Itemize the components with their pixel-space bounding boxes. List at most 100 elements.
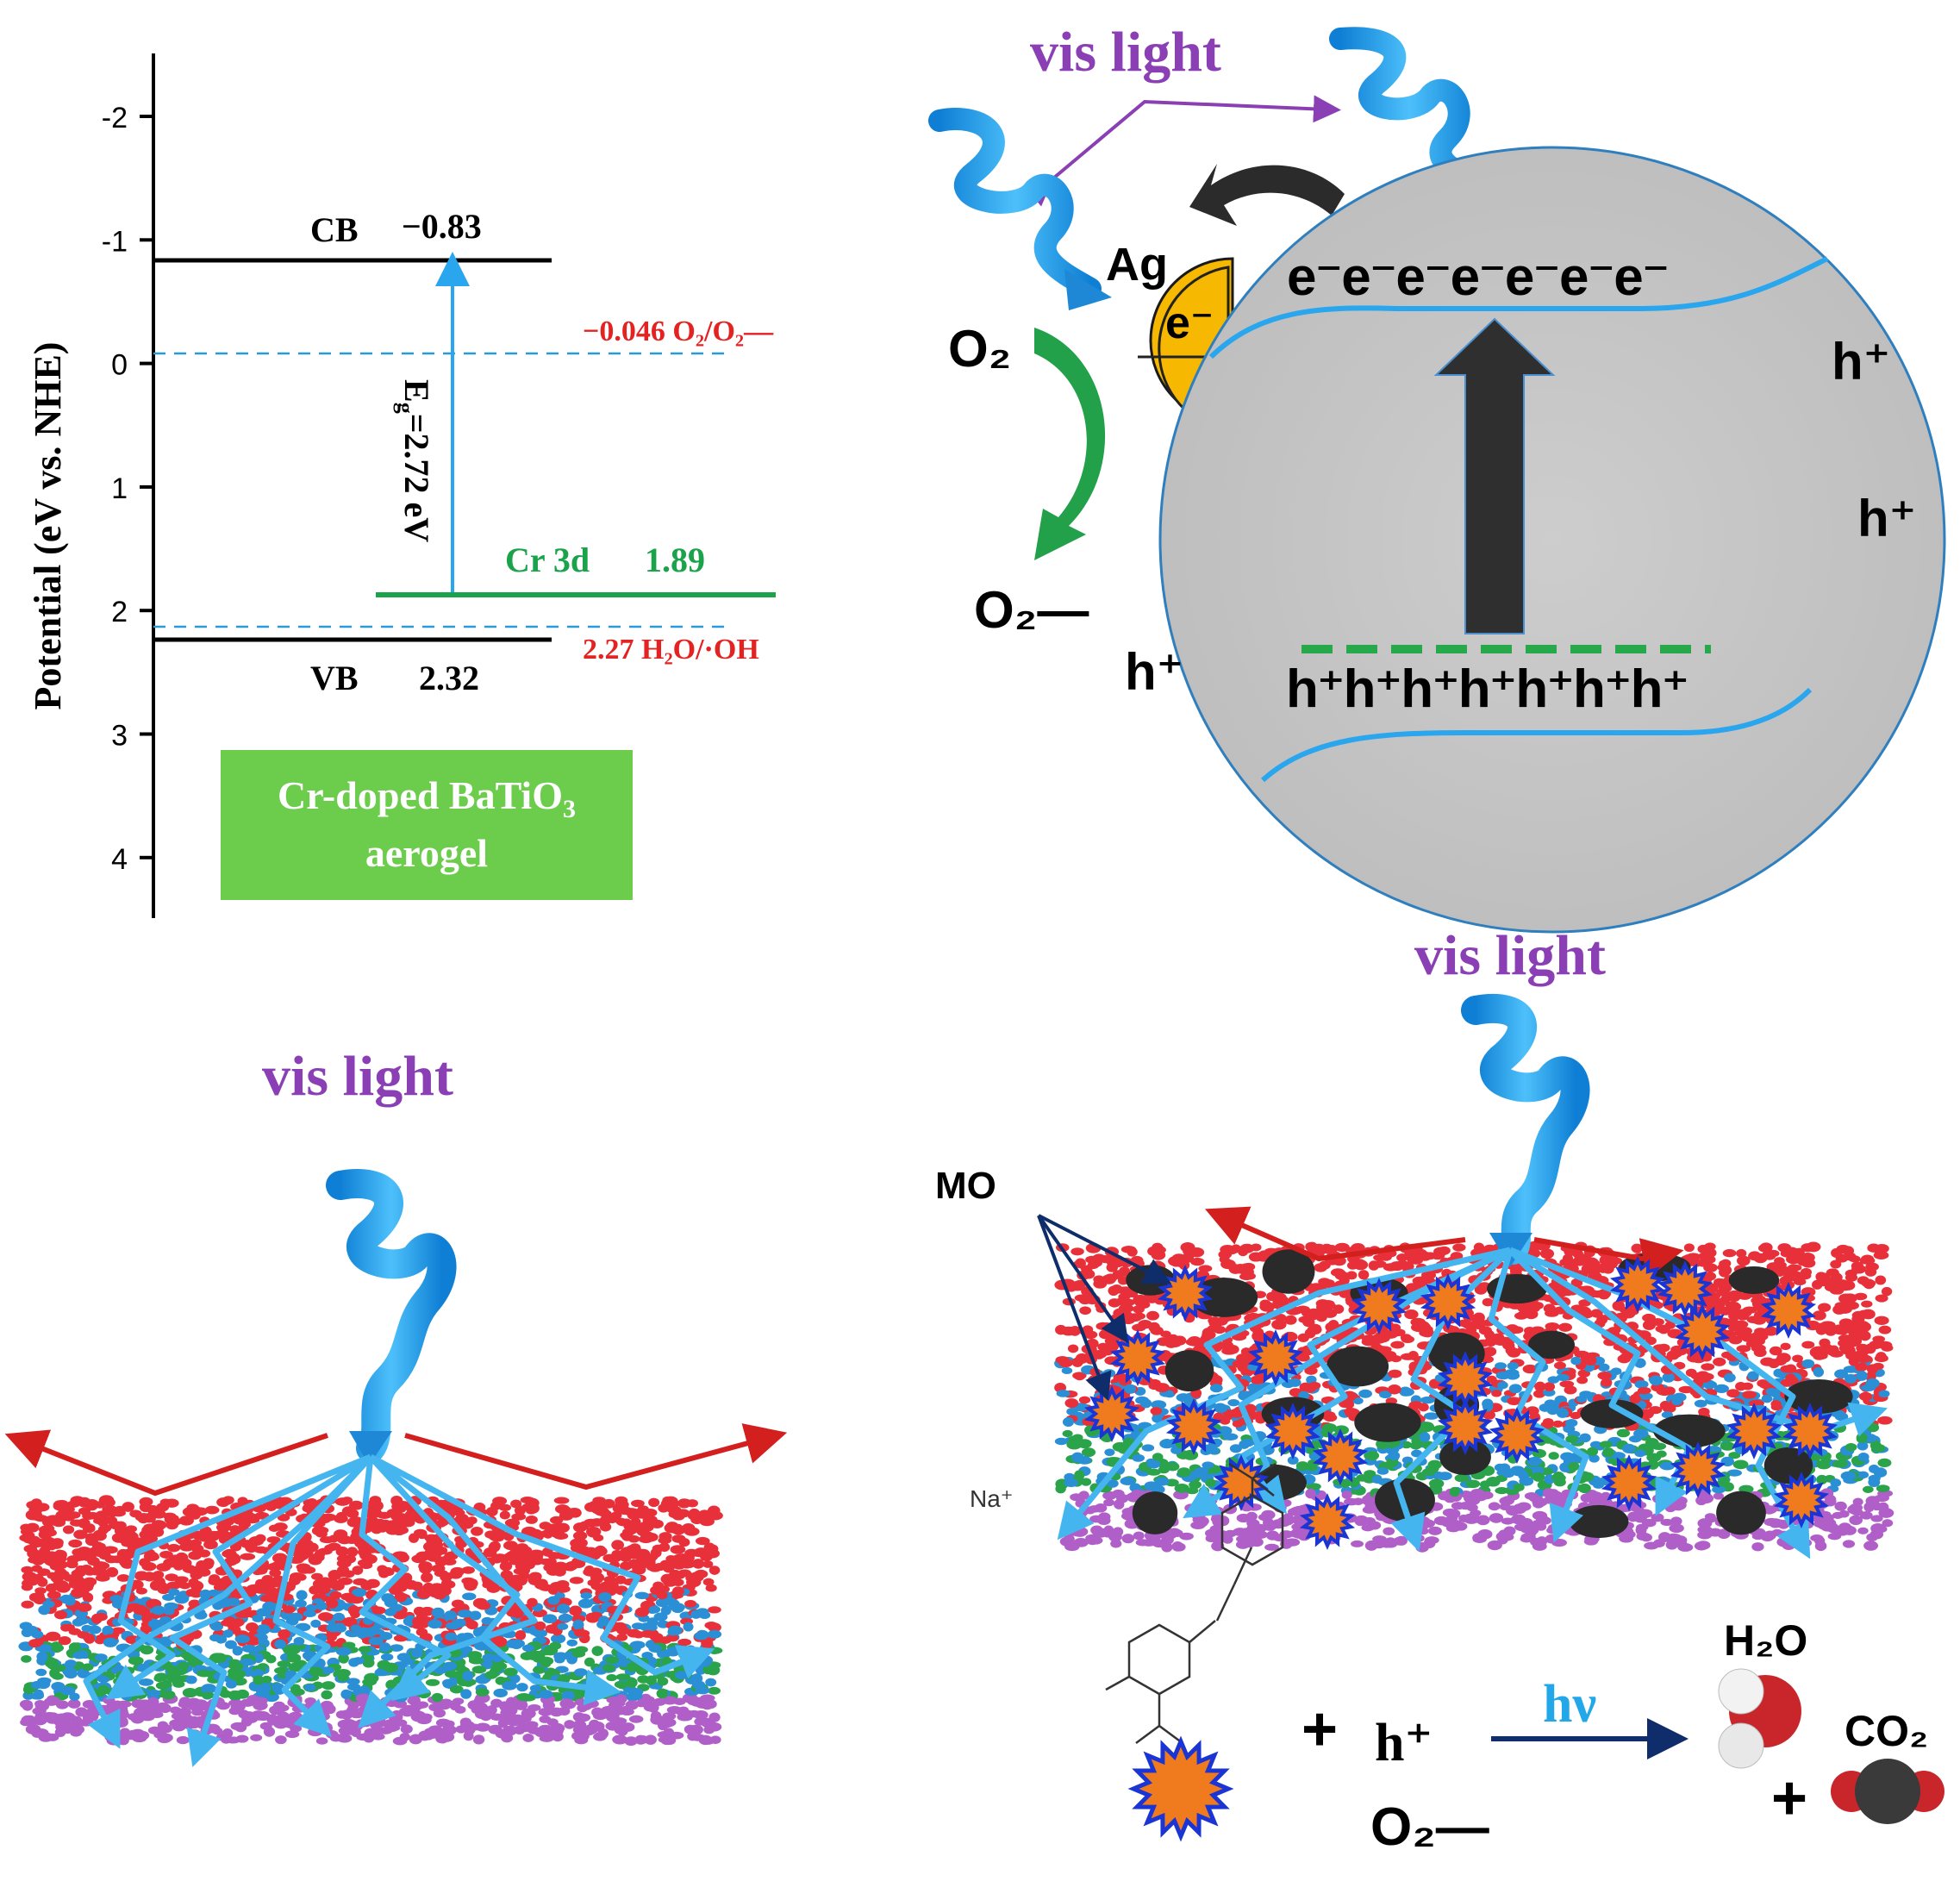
aerogel-particle xyxy=(516,1692,532,1702)
aerogel-particle xyxy=(1780,1342,1791,1351)
aerogel-particle xyxy=(436,1734,452,1743)
aerogel-particle xyxy=(410,1647,423,1659)
aerogel-particle xyxy=(499,1561,513,1572)
aerogel-particle xyxy=(616,1626,630,1635)
aerogel-particle xyxy=(1765,1387,1777,1396)
aerogel-particle xyxy=(338,1726,354,1735)
aerogel-particle xyxy=(53,1549,66,1560)
aerogel-particle xyxy=(103,1497,115,1507)
aerogel-particle xyxy=(625,1678,638,1688)
aerogel-particle xyxy=(1751,1542,1764,1552)
aerogel-particle xyxy=(1420,1396,1435,1404)
aerogel-particle xyxy=(484,1530,497,1539)
aerogel-particle xyxy=(565,1561,577,1572)
aerogel-particle xyxy=(359,1561,373,1570)
vis-light-label-left: vis light xyxy=(262,1045,453,1108)
aerogel-particle xyxy=(347,1605,360,1616)
aerogel-particle xyxy=(326,1598,339,1609)
aerogel-particle xyxy=(459,1717,471,1727)
aerogel-particle xyxy=(147,1689,161,1697)
aerogel-particle xyxy=(416,1688,432,1699)
aerogel-particle xyxy=(539,1690,553,1699)
aerogel-particle xyxy=(448,1570,463,1579)
aerogel-particle xyxy=(431,1607,445,1618)
aerogel-particle xyxy=(431,1541,444,1548)
aerogel-particle xyxy=(1351,1540,1364,1547)
aerogel-particle xyxy=(72,1618,84,1627)
aerogel-particle xyxy=(1697,1530,1713,1540)
aerogel-particle xyxy=(84,1568,96,1576)
aerogel-particle xyxy=(445,1632,458,1641)
aerogel-particle xyxy=(615,1673,631,1681)
aerogel-particle xyxy=(1660,1518,1674,1527)
aerogel-particle xyxy=(707,1629,722,1639)
aerogel-particle xyxy=(657,1649,671,1659)
aerogel-particle xyxy=(1854,1292,1868,1301)
aerogel-particle xyxy=(1648,1406,1663,1415)
aerogel-particle xyxy=(1736,1309,1752,1318)
aerogel-particle xyxy=(441,1725,458,1735)
aerogel-particle xyxy=(287,1711,303,1722)
aerogel-particle xyxy=(1877,1416,1893,1425)
aerogel-particle xyxy=(62,1666,77,1677)
aerogel-particle xyxy=(31,1565,43,1572)
aerogel-particle xyxy=(572,1531,588,1541)
aerogel-particle xyxy=(67,1699,81,1709)
aerogel-particle xyxy=(591,1646,603,1656)
aerogel-particle xyxy=(246,1584,261,1593)
aerogel-particle xyxy=(224,1640,237,1649)
aerogel-particle xyxy=(28,1592,41,1602)
aerogel-particle xyxy=(539,1715,552,1723)
aerogel-particle xyxy=(293,1636,305,1646)
aerogel-particle xyxy=(542,1701,556,1710)
aerogel-particle xyxy=(50,1641,63,1650)
aerogel-particle xyxy=(571,1650,586,1658)
aerogel-particle xyxy=(559,1698,574,1709)
aerogel-particle xyxy=(614,1724,627,1734)
aerogel-particle xyxy=(627,1509,640,1521)
aerogel-particle xyxy=(309,1553,325,1562)
aerogel-particle xyxy=(286,1653,302,1663)
aerogel-particle xyxy=(520,1560,535,1570)
aerogel-particle xyxy=(345,1720,359,1728)
aerogel-particle xyxy=(346,1509,359,1519)
aerogel-particle xyxy=(624,1736,638,1747)
aerogel-particle xyxy=(1667,1495,1679,1506)
aerogel-particle xyxy=(1840,1471,1857,1481)
aerogel-particle xyxy=(1876,1484,1890,1493)
reflection-arrow-left xyxy=(4,1429,328,1497)
aerogel-particle xyxy=(606,1674,618,1682)
aerogel-particle xyxy=(337,1734,353,1743)
aerogel-particle xyxy=(634,1591,650,1600)
aerogel-particle xyxy=(1451,1502,1465,1510)
aerogel-particle xyxy=(85,1499,99,1509)
aerogel-particle xyxy=(69,1692,80,1701)
aerogel-particle xyxy=(1423,1252,1437,1260)
aerogel-particle xyxy=(566,1639,578,1647)
aerogel-particle xyxy=(374,1668,386,1677)
aerogel-particle xyxy=(1220,1259,1236,1270)
aerogel-particle xyxy=(708,1606,721,1614)
aerogel-particle xyxy=(232,1646,243,1656)
aerogel-particle xyxy=(572,1619,584,1630)
aerogel-particle xyxy=(82,1663,94,1672)
aerogel-particle xyxy=(166,1666,180,1676)
aerogel-particle xyxy=(352,1588,367,1597)
aerogel-particle xyxy=(409,1734,423,1745)
aerogel-particle xyxy=(21,1600,34,1609)
aerogel-particle xyxy=(704,1699,717,1709)
aerogel-particle xyxy=(1874,1316,1889,1326)
aerogel-particle xyxy=(1642,1313,1656,1322)
aerogel-particle xyxy=(503,1710,516,1719)
aerogel-particle xyxy=(317,1612,334,1622)
aerogel-particle xyxy=(62,1525,75,1534)
aerogel-particle xyxy=(1079,1306,1091,1316)
aerogel-particle xyxy=(706,1665,721,1676)
aerogel-particle xyxy=(352,1657,365,1665)
aerogel-particle xyxy=(134,1571,149,1581)
hole-label-right-1: h⁺ xyxy=(1832,333,1890,391)
aerogel-particle xyxy=(704,1622,719,1629)
aerogel-particle xyxy=(1736,1255,1751,1266)
aerogel-particle xyxy=(659,1532,672,1541)
aerogel-particle xyxy=(1205,1478,1216,1488)
